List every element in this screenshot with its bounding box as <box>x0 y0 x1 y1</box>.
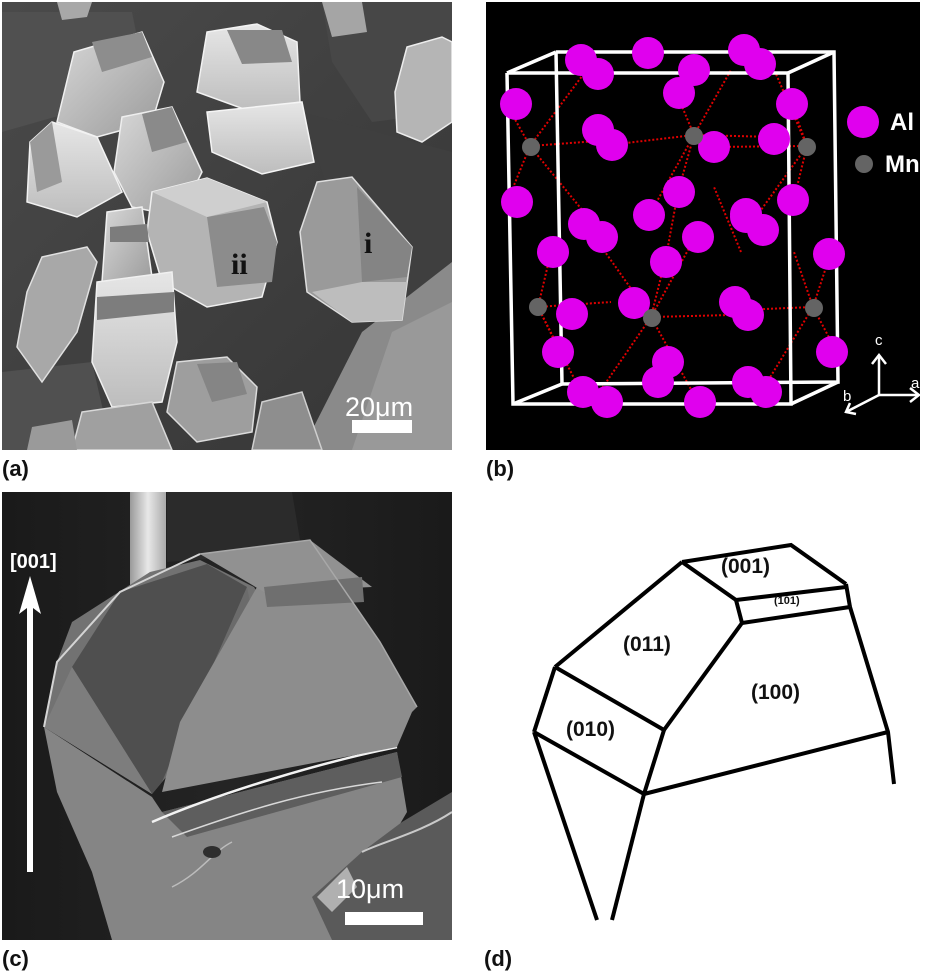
facet-label-010: (010) <box>566 718 616 741</box>
legend-mn-marker <box>855 155 873 173</box>
axis-label-b: b <box>843 388 852 405</box>
crystal-facet-outline <box>532 542 896 921</box>
crystal-marker-ii: ii <box>231 248 248 281</box>
axis-label-a: a <box>911 375 920 392</box>
legend-al-marker <box>847 106 879 138</box>
panel-label-a: (a) <box>2 456 29 481</box>
scale-bar-label: 20μm <box>345 392 414 422</box>
panel-d-facet-schematic: (001) (101) (011) (100) (010) <box>486 492 930 940</box>
crystal-marker-i: i <box>364 227 373 260</box>
panel-c-sem-image: [001] 10μm <box>2 492 452 940</box>
legend-al-label: Al <box>890 109 914 136</box>
facet-label-001: (001) <box>721 555 771 578</box>
axis-arrows <box>844 352 920 416</box>
direction-label-001: [001] <box>10 551 57 573</box>
legend-mn-label: Mn <box>885 151 920 178</box>
panel-label-d: (d) <box>484 946 513 971</box>
axis-label-c: c <box>875 332 883 349</box>
panel-b-crystal-structure: Al Mn c a b <box>486 2 920 450</box>
unit-cell-diagram <box>500 34 920 418</box>
scale-bar <box>352 420 412 433</box>
mn-atoms <box>522 127 823 327</box>
facet-label-100: (100) <box>751 681 801 704</box>
facet-label-011: (011) <box>623 633 671 656</box>
scale-bar <box>345 912 423 925</box>
direction-arrow-icon <box>19 576 41 872</box>
facet-label-101: (101) <box>774 595 800 607</box>
scale-bar-label: 10μm <box>336 874 405 904</box>
panel-a-sem-image: ii i 20μm <box>2 2 452 450</box>
panel-label-b: (b) <box>486 456 515 481</box>
panel-label-c: (c) <box>2 946 29 971</box>
sem-single-crystal-illustration <box>2 492 452 940</box>
sem-crystals-illustration <box>2 2 452 450</box>
al-atoms <box>500 34 848 418</box>
